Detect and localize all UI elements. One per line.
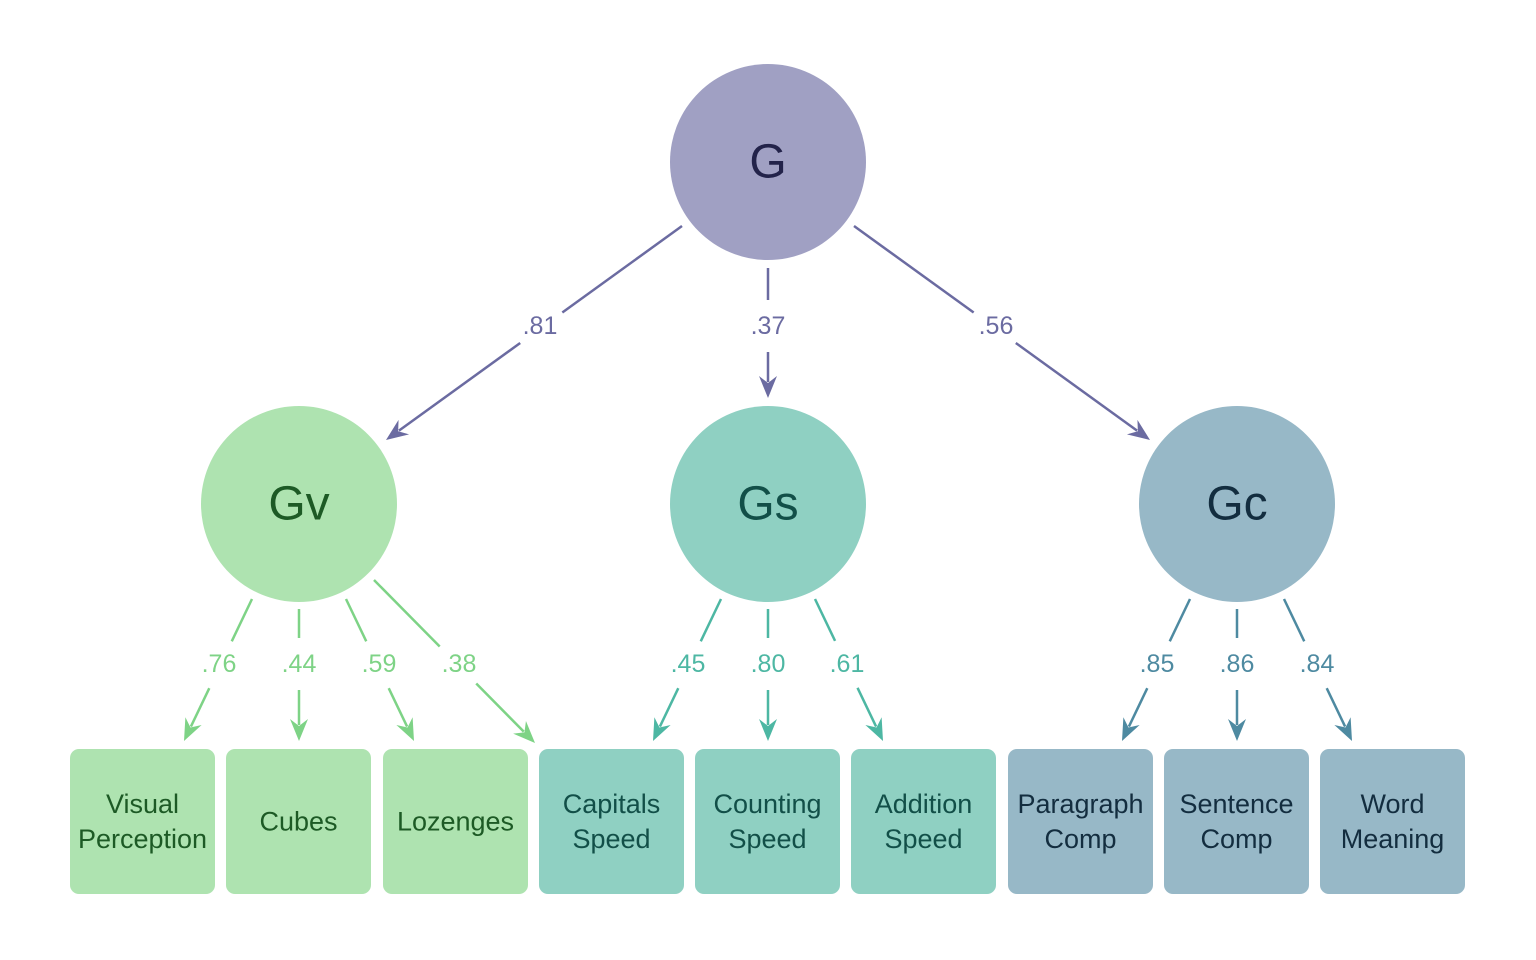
indicator-label-gc-2-line0: Word [1360, 789, 1424, 819]
edge-gv-indicator-0-line-end [189, 687, 211, 728]
edge-gs-indicator-0-loading-label: .45 [671, 650, 706, 678]
edge-g-gc-arrowhead [1126, 419, 1150, 440]
indicator-label-gs-0-line1: Speed [572, 824, 650, 854]
indicator-label-gs-2-line1: Speed [884, 824, 962, 854]
edge-gs-indicator-2-arrowhead [865, 717, 883, 741]
indicator-label-gc-2-line1: Meaning [1341, 824, 1445, 854]
factor-gv-circle [201, 406, 397, 602]
factor-g-circle [670, 64, 866, 260]
factor-g-label: G [749, 136, 786, 189]
indicator-box-gv-0 [70, 749, 215, 894]
indicator-label-gv-0-line0: Visual [106, 789, 179, 819]
indicator-box-gc-0 [1008, 749, 1153, 894]
edge-gv-capitals-speed-line-start [373, 579, 441, 648]
indicator-box-gc-1 [1164, 749, 1309, 894]
indicator-label-gc-0-line1: Comp [1044, 824, 1116, 854]
edge-gs-indicator-2-line-end [856, 687, 878, 728]
edge-gv-indicator-2-line-end [387, 687, 409, 728]
edge-gc-indicator-1-loading-label: .86 [1220, 650, 1255, 678]
edge-gv-indicator-0-arrowhead [184, 717, 202, 741]
edge-gc-indicator-2-line-end [1325, 687, 1347, 728]
edge-gs-indicator-1-loading-label: .80 [751, 650, 786, 678]
edge-gc-indicator-0-arrowhead [1122, 717, 1140, 741]
edge-gc-indicator-2-line-start [1282, 598, 1306, 642]
factor-gs-circle [670, 406, 866, 602]
edge-g-gs-arrowhead [759, 376, 777, 398]
edge-gv-capitals-speed-line-end [475, 682, 525, 733]
edge-gc-indicator-0-line-start [1168, 598, 1192, 642]
indicator-box-gs-0 [539, 749, 684, 894]
factor-gs-label: Gs [737, 478, 798, 531]
indicator-box-gv-2 [383, 749, 528, 894]
indicator-label-gv-0-line1: Perception [78, 824, 207, 854]
edge-gs-indicator-1-arrowhead [759, 719, 777, 741]
edge-gs-indicator-0-line-end [658, 687, 680, 728]
edge-gv-indicator-2-line-start [344, 598, 368, 642]
edge-gv-indicator-1-arrowhead [290, 719, 308, 741]
edge-g-gv-line-end [398, 341, 521, 432]
factor-gc-circle [1139, 406, 1335, 602]
edge-gs-indicator-0-arrowhead [653, 717, 671, 741]
edge-gv-indicator-0-line-start [230, 598, 254, 642]
edge-gv-indicator-1-loading-label: .44 [282, 650, 317, 678]
factor-gv-label: Gv [268, 478, 329, 531]
indicator-label-gs-1-line1: Speed [728, 824, 806, 854]
edge-gv-indicator-0-loading-label: .76 [202, 650, 237, 678]
indicator-label-gv-2-line0: Lozenges [397, 807, 514, 837]
indicator-label-gc-1-line1: Comp [1200, 824, 1272, 854]
edge-g-gv-line-start [561, 224, 683, 314]
edge-g-gv-loading-label: .81 [523, 312, 558, 340]
edge-g-gc-line-end [1015, 341, 1138, 432]
edge-gc-indicator-1-arrowhead [1228, 719, 1246, 741]
edge-g-gc-line-start [853, 224, 975, 314]
indicator-label-gs-1-line0: Counting [713, 789, 821, 819]
indicator-box-gv-1 [226, 749, 371, 894]
indicator-box-gs-1 [695, 749, 840, 894]
factor-gc-label: Gc [1206, 478, 1267, 531]
edge-gv-capitals-speed-arrowhead [513, 721, 535, 743]
edge-gs-indicator-2-line-start [813, 598, 837, 642]
edge-gc-indicator-0-loading-label: .85 [1140, 650, 1175, 678]
indicator-label-gs-2-line0: Addition [875, 789, 973, 819]
edge-g-gc-loading-label: .56 [979, 312, 1014, 340]
edge-gv-indicator-2-loading-label: .59 [362, 650, 397, 678]
edge-g-gs-loading-label: .37 [751, 312, 786, 340]
indicator-label-gc-1-line0: Sentence [1179, 789, 1293, 819]
edge-gc-indicator-2-loading-label: .84 [1300, 650, 1335, 678]
indicator-box-gs-2 [851, 749, 996, 894]
indicator-box-gc-2 [1320, 749, 1465, 894]
indicator-label-gs-0-line0: Capitals [563, 789, 661, 819]
edge-gs-indicator-2-loading-label: .61 [830, 650, 865, 678]
edge-gv-indicator-2-arrowhead [396, 717, 414, 741]
indicator-label-gc-0-line0: Paragraph [1017, 789, 1143, 819]
edge-gc-indicator-0-line-end [1127, 687, 1149, 728]
edge-g-gv-arrowhead [386, 419, 410, 440]
edge-gv-capitals-speed-loading-label: .38 [442, 650, 477, 678]
edge-gc-indicator-2-arrowhead [1334, 717, 1352, 741]
indicator-label-gv-1-line0: Cubes [259, 807, 337, 837]
edge-gs-indicator-0-line-start [699, 598, 723, 642]
